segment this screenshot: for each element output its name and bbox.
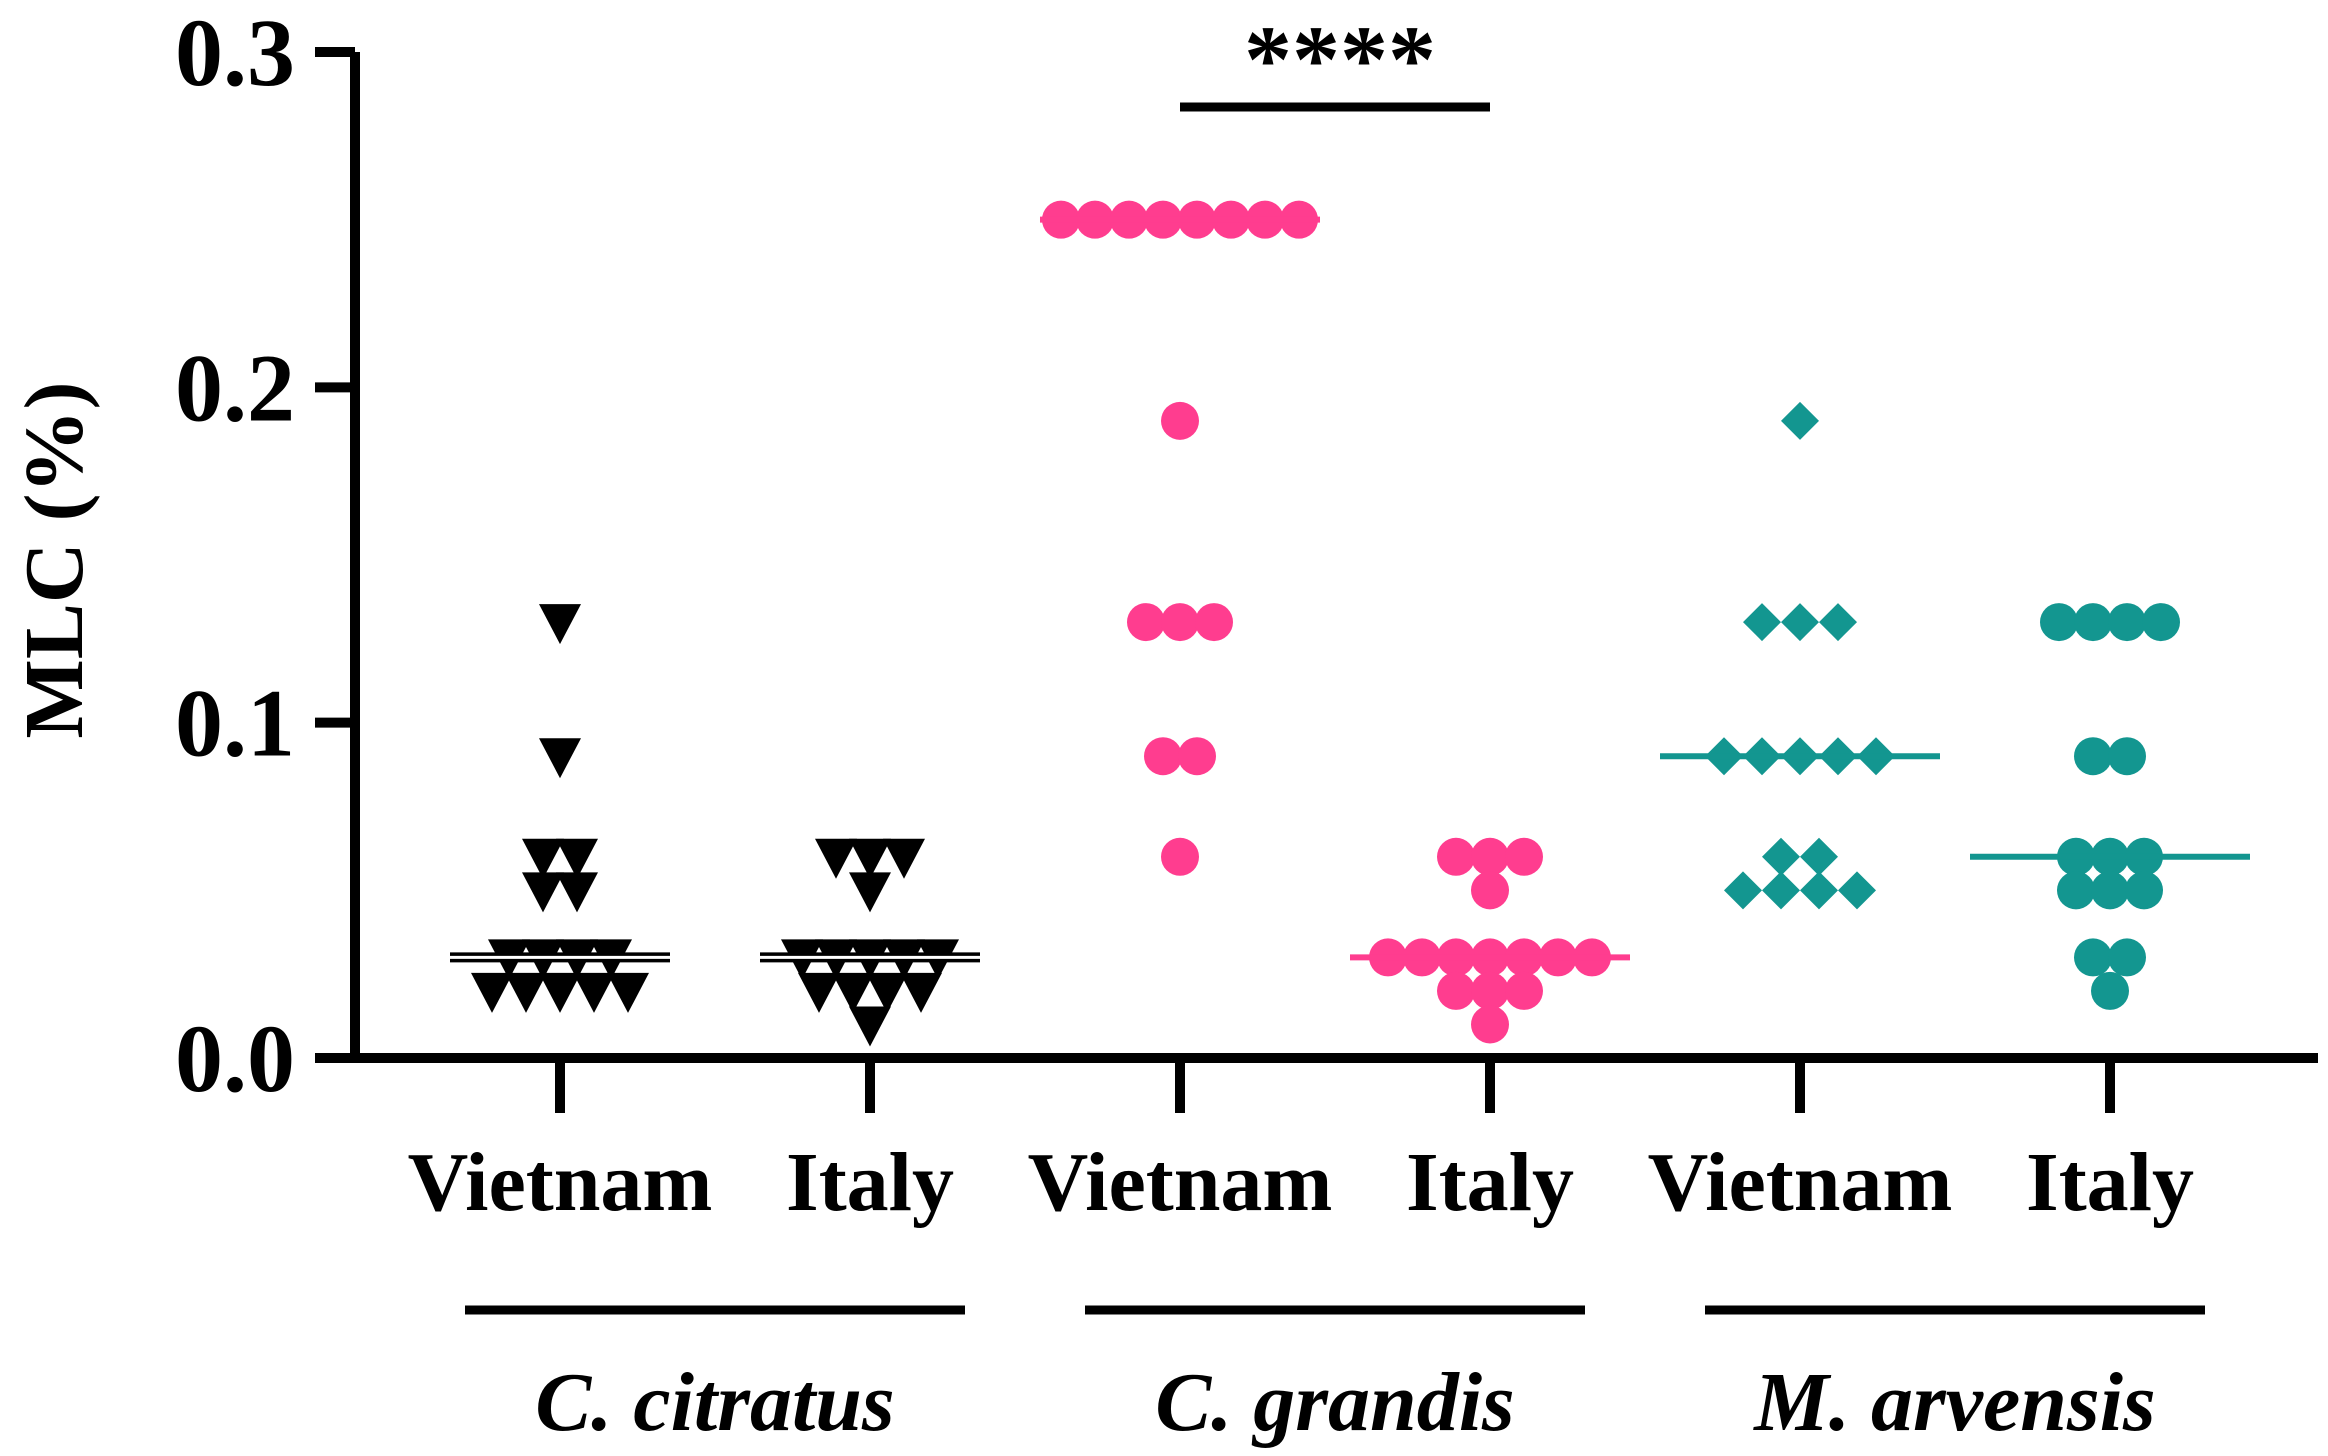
data-point: [1781, 603, 1819, 642]
data-point: [556, 872, 598, 913]
group-label: C. citratus: [535, 1356, 894, 1449]
data-point: [2125, 871, 2163, 910]
data-point: [2091, 971, 2129, 1010]
data-point: [1762, 837, 1800, 876]
data-point: [2074, 603, 2112, 642]
data-point: [1471, 871, 1509, 910]
y-axis-label: MLC (%): [8, 382, 101, 739]
data-point: [1471, 837, 1509, 876]
data-point: [1144, 737, 1182, 776]
data-point: [900, 972, 942, 1013]
data-point: [539, 738, 581, 779]
data-point: [539, 604, 581, 645]
significance-annotations: ****: [1180, 6, 1490, 113]
data-point: [1161, 603, 1199, 642]
y-tick-label: 0.3: [175, 0, 295, 106]
data-point: [1471, 971, 1509, 1010]
group-labels: C. citratus C. grandis M. arvensis: [465, 1305, 2205, 1449]
data-point: [2108, 737, 2146, 776]
data-point: [1178, 737, 1216, 776]
data-point: [849, 838, 891, 879]
group-label: M. arvensis: [1752, 1356, 2155, 1449]
data-point: [866, 972, 908, 1013]
data-point: [1838, 871, 1876, 910]
median-lines: [450, 216, 2250, 963]
significance-label: ****: [1244, 6, 1436, 113]
x-tick-label: Vietnam: [1648, 1136, 1953, 1229]
x-tick-label: Vietnam: [408, 1136, 713, 1229]
data-point: [1195, 603, 1233, 642]
data-points: [471, 200, 2180, 1047]
data-point: [2057, 871, 2095, 910]
data-point: [471, 972, 513, 1013]
data-point: [2040, 603, 2078, 642]
axes: [350, 52, 2318, 1063]
data-point: [798, 972, 840, 1013]
data-point: [1471, 1005, 1509, 1044]
data-point: [1161, 837, 1199, 876]
data-point: [539, 972, 581, 1013]
x-tick-label: Vietnam: [1028, 1136, 1333, 1229]
data-point: [1127, 603, 1165, 642]
y-tick-label: 0.1: [175, 670, 295, 777]
data-point: [573, 972, 615, 1013]
data-point: [2108, 603, 2146, 642]
data-point: [1437, 837, 1475, 876]
data-point: [1161, 401, 1199, 440]
group-label: C. grandis: [1155, 1356, 1514, 1449]
x-tick-label: Italy: [786, 1136, 954, 1229]
data-point: [1762, 871, 1800, 910]
data-point: [2074, 938, 2112, 977]
data-point: [522, 872, 564, 913]
data-point: [1800, 871, 1838, 910]
data-point: [2074, 737, 2112, 776]
data-point: [1505, 837, 1543, 876]
data-point: [2108, 938, 2146, 977]
data-point: [849, 872, 891, 913]
data-point: [832, 972, 874, 1013]
data-point: [1743, 603, 1781, 642]
data-point: [556, 838, 598, 879]
data-point: [2142, 603, 2180, 642]
data-point: [1505, 971, 1543, 1010]
y-tick-label: 0.0: [175, 1005, 295, 1112]
data-point: [607, 972, 649, 1013]
data-point: [1781, 401, 1819, 440]
data-point: [815, 838, 857, 879]
x-tick-label: Italy: [2026, 1136, 2194, 1229]
x-tick-label: Italy: [1406, 1136, 1574, 1229]
y-tick-label: 0.2: [175, 334, 295, 441]
data-point: [505, 972, 547, 1013]
data-point: [849, 1006, 891, 1047]
data-point: [1724, 871, 1762, 910]
data-point: [883, 838, 925, 879]
data-point: [1800, 837, 1838, 876]
data-point: [2091, 871, 2129, 910]
data-point: [522, 838, 564, 879]
data-point: [1437, 971, 1475, 1010]
data-point: [1819, 603, 1857, 642]
